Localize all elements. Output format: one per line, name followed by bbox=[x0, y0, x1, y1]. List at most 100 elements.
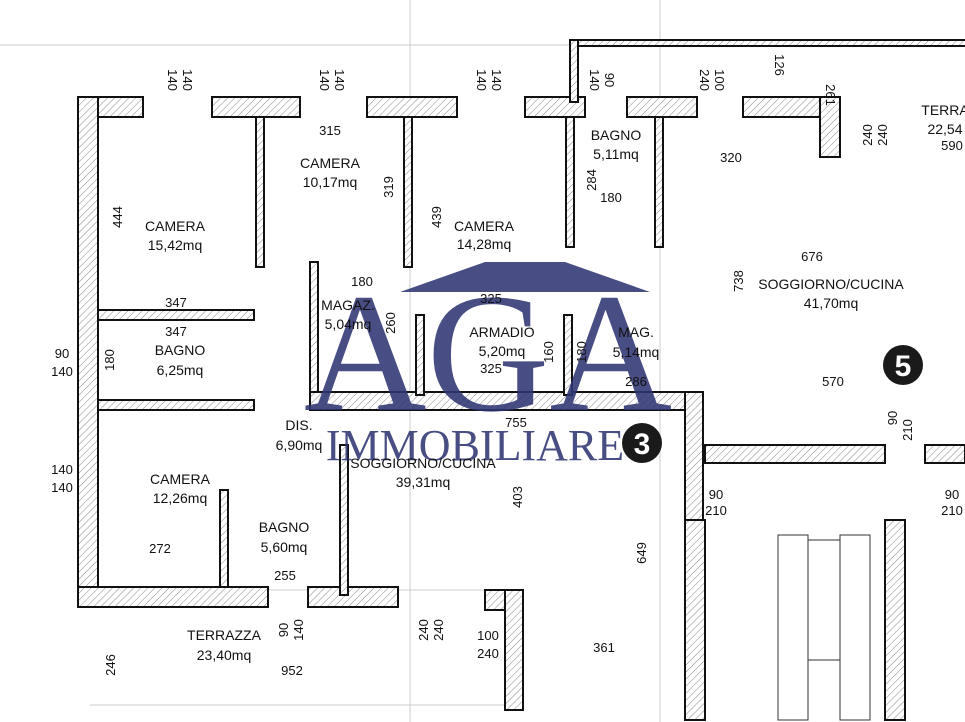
dimension: 347 bbox=[165, 295, 187, 310]
dimension: 90 bbox=[602, 73, 617, 87]
svg-text:3: 3 bbox=[634, 428, 651, 461]
room-area: 5,20mq bbox=[479, 343, 526, 359]
room-area: 5,60mq bbox=[261, 539, 308, 555]
room-area: 5,04mq bbox=[325, 316, 372, 332]
room-name: BAGNO bbox=[155, 342, 206, 358]
room-area: 22,54 bbox=[927, 121, 962, 137]
watermark-logo: AGA IMMOBILIARE bbox=[304, 259, 672, 470]
dimension: 180 bbox=[102, 349, 117, 371]
dimension: 140 bbox=[51, 462, 73, 477]
dimension: 140 bbox=[587, 69, 602, 91]
dimension: 140 bbox=[180, 69, 195, 91]
dimension: 315 bbox=[319, 123, 341, 138]
room-name: CAMERA bbox=[300, 155, 361, 171]
dimension: 676 bbox=[801, 249, 823, 264]
svg-text:5: 5 bbox=[895, 350, 912, 383]
logo-mark: AGA bbox=[304, 259, 672, 447]
dimension: 347 bbox=[165, 324, 187, 339]
dimension: 240 bbox=[431, 619, 446, 641]
dimension: 284 bbox=[584, 169, 599, 191]
room-area: 23,40mq bbox=[197, 647, 251, 663]
dimension: 240 bbox=[416, 619, 431, 641]
dimension: 210 bbox=[941, 503, 963, 518]
dimension: 255 bbox=[274, 568, 296, 583]
dimension: 180 bbox=[600, 190, 622, 205]
dimension: 755 bbox=[505, 415, 527, 430]
room-area: 6,90mq bbox=[276, 437, 323, 453]
unit-badge-3: 3 bbox=[622, 423, 662, 463]
dimension: 160 bbox=[541, 341, 556, 363]
room-name: TERRAZZA bbox=[187, 627, 262, 643]
dimension: 246 bbox=[103, 654, 118, 676]
dimension: 210 bbox=[705, 503, 727, 518]
dimension: 140 bbox=[489, 69, 504, 91]
room-name: SOGGIORNO/CUCINA bbox=[758, 276, 904, 292]
dimension: 439 bbox=[429, 206, 444, 228]
dimension: 240 bbox=[875, 124, 890, 146]
dimension: 286 bbox=[625, 374, 647, 389]
room-name: BAGNO bbox=[259, 519, 310, 535]
room-name: CAMERA bbox=[454, 218, 515, 234]
room-name: SOGGIORNO/CUCINA bbox=[350, 455, 496, 471]
dimension: 90 bbox=[276, 623, 291, 637]
dimension: 126 bbox=[772, 54, 787, 76]
dimension: 403 bbox=[510, 486, 525, 508]
dimension: 140 bbox=[51, 364, 73, 379]
logo-text: IMMOBILIARE bbox=[326, 421, 624, 470]
dimension: 272 bbox=[149, 541, 171, 556]
dimension: 140 bbox=[332, 69, 347, 91]
room-name: DIS. bbox=[285, 417, 312, 433]
room-area: 39,31mq bbox=[396, 474, 450, 490]
dimension: 319 bbox=[381, 176, 396, 198]
dimension: 649 bbox=[634, 542, 649, 564]
dimension: 210 bbox=[900, 419, 915, 441]
room-name: MAGAZ. bbox=[321, 297, 375, 313]
dimension: 240 bbox=[477, 646, 499, 661]
dimension: 140 bbox=[165, 69, 180, 91]
dimension: 320 bbox=[720, 150, 742, 165]
dimension: 444 bbox=[110, 206, 125, 228]
dimension: 90 bbox=[709, 487, 723, 502]
dimension: 738 bbox=[731, 270, 746, 292]
room-area: 10,17mq bbox=[303, 174, 357, 190]
dimension: 180 bbox=[574, 341, 589, 363]
room-name: ARMADIO bbox=[469, 324, 534, 340]
unit-badges: 3 5 bbox=[622, 345, 923, 463]
dimension: 140 bbox=[51, 480, 73, 495]
dimension: 140 bbox=[291, 619, 306, 641]
dimension: 90 bbox=[885, 411, 900, 425]
dimension: 240 bbox=[860, 124, 875, 146]
dimension: 240 bbox=[697, 69, 712, 91]
room-name: MAG. bbox=[618, 324, 654, 340]
dimension: 261 bbox=[823, 84, 838, 106]
room-area: 14,28mq bbox=[457, 236, 511, 252]
room-name: CAMERA bbox=[145, 218, 206, 234]
dimension: 590 bbox=[941, 138, 963, 153]
room-name: TERRA bbox=[921, 102, 965, 118]
dimension: 100 bbox=[712, 69, 727, 91]
dimension: 325 bbox=[480, 291, 502, 306]
room-area: 6,25mq bbox=[157, 362, 204, 378]
room-area: 12,26mq bbox=[153, 490, 207, 506]
walls bbox=[77, 39, 965, 721]
dimension: 90 bbox=[55, 346, 69, 361]
dimension: 140 bbox=[474, 69, 489, 91]
dimension: 260 bbox=[383, 312, 398, 334]
dimension: 140 bbox=[317, 69, 332, 91]
dimension-labels: 140 140 140 140 140 140 140 90 240 100 1… bbox=[51, 54, 963, 678]
dimension: 952 bbox=[281, 663, 303, 678]
dimension: 90 bbox=[945, 487, 959, 502]
dimension: 180 bbox=[351, 274, 373, 289]
room-area: 41,70mq bbox=[804, 295, 858, 311]
dimension: 100 bbox=[477, 628, 499, 643]
logo-roof bbox=[400, 262, 650, 292]
stairs bbox=[777, 534, 871, 721]
room-labels: CAMERA 15,42mq CAMERA 10,17mq CAMERA 14,… bbox=[145, 102, 965, 663]
dimension: 570 bbox=[822, 374, 844, 389]
room-area: 5,14mq bbox=[613, 344, 660, 360]
room-name: CAMERA bbox=[150, 471, 211, 487]
dimension: 325 bbox=[480, 361, 502, 376]
unit-badge-5: 5 bbox=[883, 345, 923, 385]
room-area: 15,42mq bbox=[148, 237, 202, 253]
